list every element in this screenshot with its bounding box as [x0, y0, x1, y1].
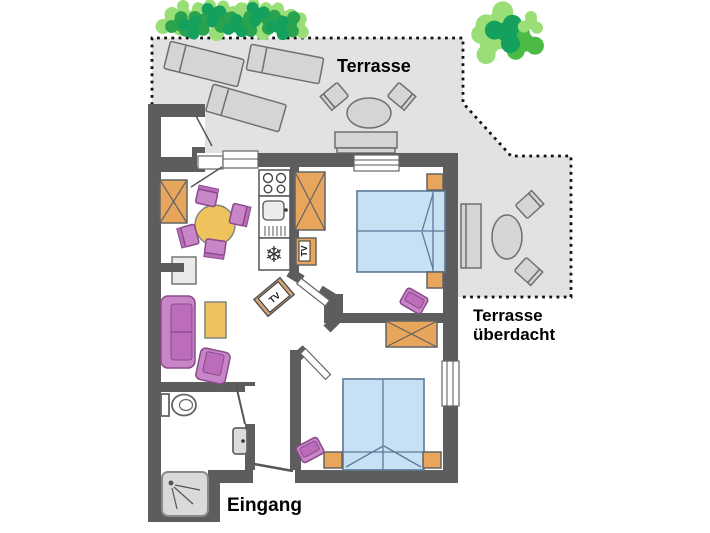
sun-lounger — [163, 40, 245, 88]
bedroom1-double-bed — [356, 190, 446, 273]
covered-terrace-chair — [514, 257, 544, 287]
bedroom-window — [441, 360, 460, 407]
sun-lounger — [205, 83, 287, 133]
covered-terrace-label-line2: überdacht — [473, 325, 556, 344]
storage-door-opening — [192, 117, 205, 147]
bedroom2-double-bed — [342, 378, 425, 471]
entrance-door-leaf — [253, 462, 294, 473]
storage-room-floor — [161, 116, 192, 157]
kitchen-sink — [258, 195, 291, 239]
terrace-door-swing — [190, 166, 223, 188]
sideboard — [159, 179, 188, 224]
wall-heater — [161, 256, 197, 285]
terrace-chair — [319, 82, 349, 112]
bathroom-door-leaf — [235, 384, 246, 425]
terrace-dotted-border — [150, 36, 573, 299]
entrance-label: Eingang — [227, 495, 302, 516]
nightstand — [426, 271, 444, 289]
bedroom2-door-leaf — [299, 347, 332, 381]
dining-table — [194, 204, 236, 246]
terrace-bench — [334, 131, 398, 154]
nightstand — [422, 451, 442, 469]
nightstand — [426, 173, 444, 191]
dining-chair — [203, 238, 227, 260]
bathroom-sink-icon — [232, 427, 248, 455]
bedroom2-wardrobe — [385, 320, 438, 348]
bedroom2-stool — [295, 436, 325, 464]
terrace-chair — [387, 82, 417, 112]
coffee-table — [204, 301, 227, 339]
bedroom1-door-leaf — [296, 277, 331, 307]
armchair — [195, 347, 231, 385]
shower-icon — [161, 471, 209, 517]
sun-lounger — [245, 43, 325, 85]
toilet-icon — [160, 393, 197, 417]
bedroom1-tv: TV — [295, 237, 317, 266]
nightstand — [323, 451, 343, 469]
covered-terrace-bench — [460, 203, 482, 269]
entrance-opening — [253, 470, 295, 483]
terrace-label: Terrasse — [337, 56, 411, 76]
kitchen-stove — [258, 169, 291, 197]
dining-chair — [176, 223, 200, 249]
sofa — [160, 295, 196, 369]
terrace-round-table — [346, 97, 392, 129]
bedroom1-stool — [399, 287, 429, 315]
terrace-window — [353, 154, 400, 172]
covered-terrace-label-line1: Terrasse — [473, 306, 543, 325]
dining-chair — [228, 202, 252, 228]
tv-label: TV — [299, 245, 309, 256]
bedroom1-wardrobe — [294, 171, 326, 231]
fridge-snowflake-icon: ❄ — [265, 243, 283, 268]
storage-door-swing — [195, 115, 213, 147]
dining-chair — [194, 184, 220, 208]
terrace-door-panel — [197, 155, 224, 170]
covered-terrace-chair — [515, 189, 545, 219]
kitchen-fridge: ❄ — [258, 237, 291, 271]
corner-bush — [466, 0, 547, 67]
bathroom-door-opening — [245, 386, 255, 424]
living-tv: TV — [252, 276, 296, 318]
covered-terrace-table — [491, 214, 523, 260]
